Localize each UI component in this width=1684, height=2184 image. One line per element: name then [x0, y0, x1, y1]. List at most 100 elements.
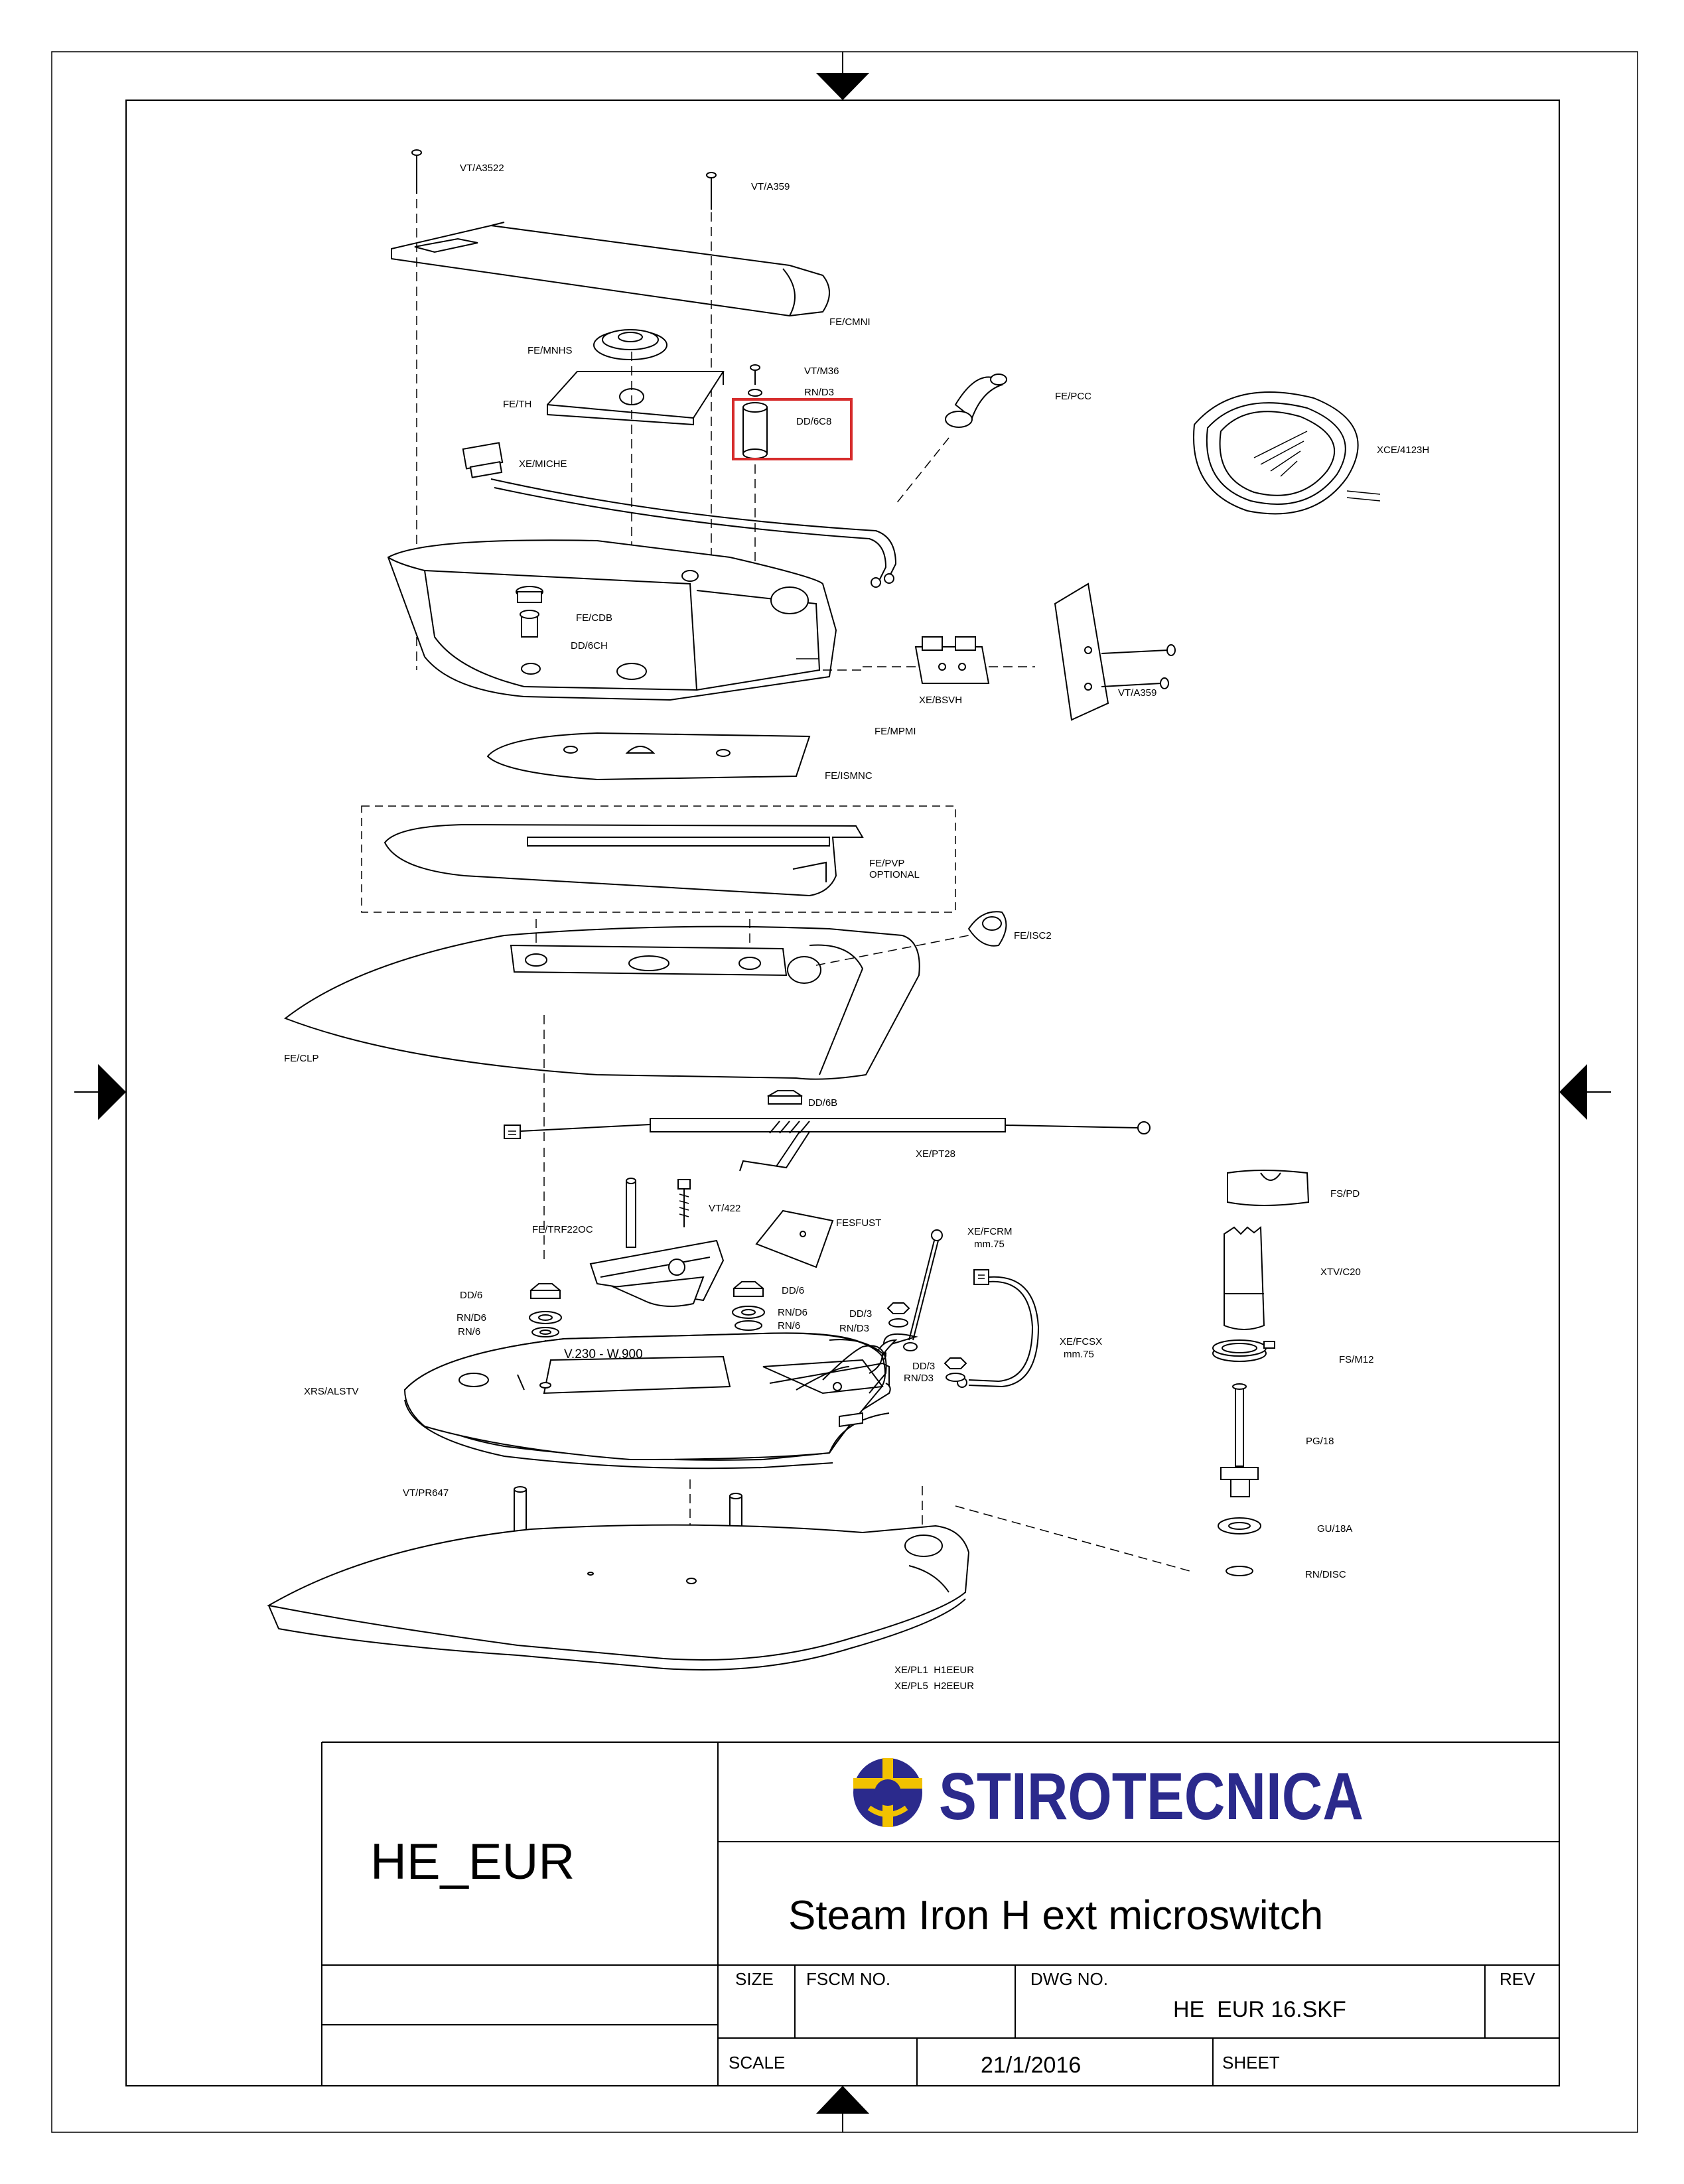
label-vt-a3522: VT/A3522 [460, 163, 504, 174]
scale-label: SCALE [729, 2053, 785, 2073]
gasket-gu-18a [1218, 1517, 1261, 1535]
cap-fe-cdb [516, 586, 543, 603]
washer-rn-d3-b [946, 1373, 965, 1382]
sheet-label: SHEET [1222, 2053, 1280, 2073]
soleplate-xe-pl [267, 1524, 970, 1671]
body-housing [387, 539, 863, 701]
drawing-title: Steam Iron H ext microswitch [788, 1893, 1323, 1939]
nut-dd-6b [766, 1090, 803, 1105]
label-rn-6-mid: RN/6 [778, 1320, 800, 1331]
label-vt-m36: VT/M36 [804, 366, 839, 377]
screw-vt-a359-top [706, 172, 717, 210]
pin-pg-18 [1220, 1383, 1259, 1497]
label-xe-fcsx-len: mm.75 [1064, 1349, 1094, 1360]
optional-part-box [361, 805, 956, 913]
washer-rn-d3-top [748, 389, 762, 397]
nut-dd-6-left [529, 1283, 561, 1299]
label-xrs-alstv: XRS/ALSTV [304, 1386, 359, 1397]
label-fs-m12: FS/M12 [1339, 1354, 1374, 1365]
label-fe-cmni: FE/CMNI [829, 316, 871, 328]
part-xtv-c20 [1224, 1225, 1265, 1330]
label-xe-pl1: XE/PL1 H1EEUR [894, 1665, 974, 1676]
label-pg-18: PG/18 [1306, 1436, 1334, 1447]
screw-vt-422 [677, 1179, 691, 1227]
label-fs-pd: FS/PD [1330, 1188, 1360, 1199]
label-fe-clp: FE/CLP [284, 1053, 319, 1064]
label-rn-d3-top: RN/D3 [804, 387, 834, 398]
nut-dd-3-a [886, 1302, 910, 1314]
center-mark-left [74, 1064, 126, 1120]
spacer-dd-6ch [520, 610, 539, 638]
stirotecnica-logo-icon [853, 1758, 922, 1827]
title-block [321, 1741, 1559, 2086]
center-mark-bottom [816, 2086, 869, 2132]
label-vt-a359-top: VT/A359 [751, 181, 790, 192]
label-dd-6c8: DD/6C8 [796, 416, 831, 427]
shell-fe-clp [283, 919, 969, 1141]
label-fesfust: FESFUST [836, 1217, 881, 1229]
size-label: SIZE [735, 1969, 774, 1989]
label-xe-bsvh: XE/BSVH [919, 695, 962, 706]
label-fe-isc2: FE/ISC2 [1014, 930, 1052, 941]
label-rn-d3-a: RN/D3 [839, 1323, 869, 1334]
label-xce-4123h: XCE/4123H [1377, 444, 1429, 456]
insulation-plate-fe-ismnc [486, 732, 811, 781]
screw-vt-a3522 [411, 149, 422, 194]
label-dd-6-mid: DD/6 [782, 1285, 804, 1296]
dwg-label: DWG NO. [1030, 1969, 1108, 1989]
nut-dd-3-b [944, 1357, 967, 1369]
dwg-value: HE EUR 16.SKF [1173, 1997, 1346, 2022]
label-xe-pl5: XE/PL5 H2EEUR [894, 1680, 974, 1692]
label-vt-pr647: VT/PR647 [403, 1487, 449, 1499]
center-mark-top [816, 52, 869, 100]
label-voltage: V.230 - W.900 [564, 1347, 643, 1361]
spacer-dd-6c8 [742, 402, 768, 459]
nut-dd-6-mid [733, 1281, 764, 1297]
center-mark-right [1559, 1064, 1611, 1120]
washer-rn-d6-left [529, 1311, 562, 1324]
soleplate-xrs-alstv [403, 1332, 918, 1469]
knob-fe-mnhs [593, 329, 667, 360]
part-fs-pd [1227, 1170, 1310, 1206]
label-fe-ismnc: FE/ISMNC [825, 770, 873, 782]
disc-rn-disc [1226, 1566, 1253, 1576]
fscm-label: FSCM NO. [806, 1969, 890, 1989]
soleplate-side-extension [796, 1345, 887, 1394]
plate-fe-th [547, 371, 725, 426]
label-xe-miche: XE/MICHE [519, 458, 567, 470]
label-vt-422: VT/422 [709, 1203, 740, 1214]
label-fe-mpmi: FE/MPMI [875, 726, 916, 737]
washer-rn-d6-mid [732, 1306, 765, 1319]
element-xe-pt28 [504, 1118, 1151, 1172]
outer-frame [51, 51, 1638, 2133]
label-fe-pcc: FE/PCC [1055, 391, 1091, 402]
washer-rn-6-left [531, 1327, 559, 1337]
label-rn-d6-left: RN/D6 [456, 1312, 486, 1324]
plate-fesfust [755, 1209, 834, 1268]
label-rn-disc: RN/DISC [1305, 1569, 1346, 1580]
screws-vt-a359-side [1101, 644, 1176, 689]
grommet-fe-isc2 [967, 911, 1007, 947]
wire-xe-fcsx [957, 1269, 1040, 1388]
model-name: HE_EUR [370, 1834, 575, 1890]
part-fs-m12 [1212, 1339, 1275, 1362]
label-dd-6ch: DD/6CH [571, 640, 608, 651]
brand-name: STIROTECNICA [939, 1759, 1364, 1834]
wire-xe-fcrm [903, 1229, 943, 1351]
label-xe-fcsx: XE/FCSX [1060, 1336, 1102, 1347]
label-fe-mnhs: FE/MNHS [527, 345, 573, 356]
rev-label: REV [1500, 1969, 1535, 1989]
label-dd-6-left: DD/6 [460, 1290, 482, 1301]
handle-cover-part [391, 222, 830, 317]
label-rn-6-left: RN/6 [458, 1326, 480, 1337]
label-fe-trf22oc: FE/TRF22OC [532, 1224, 593, 1235]
label-xe-fcrm-len: mm.75 [974, 1239, 1005, 1250]
label-xtv-c20: XTV/C20 [1320, 1266, 1361, 1278]
cord-guide-fe-pcc [895, 374, 1007, 505]
label-xe-fcrm: XE/FCRM [967, 1226, 1013, 1237]
washer-rn-6-mid [735, 1320, 762, 1331]
label-fe-th: FE/TH [503, 399, 531, 410]
screw-vt-m36 [750, 364, 760, 385]
label-rn-d6-mid: RN/D6 [778, 1307, 807, 1318]
